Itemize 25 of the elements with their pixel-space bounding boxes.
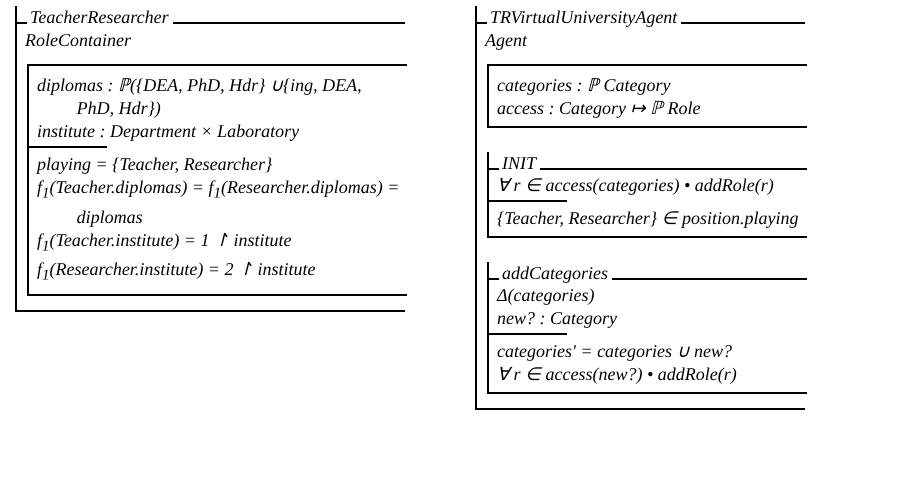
predicate: f$_{1}$(Teacher.institute) = 1 ↾ institute <box>36 228 292 256</box>
inherited-class: RoleContainer <box>24 29 132 52</box>
class-schema-box <box>475 6 805 410</box>
predicate: f$_{1}$(Researcher.institute) = 2 ↾ institute <box>36 258 316 286</box>
schema-name: INIT <box>501 152 536 174</box>
schema-name: TRVirtualUniversityAgent <box>489 6 678 28</box>
operation-schema-box <box>487 152 807 238</box>
state-schema-box <box>27 64 407 296</box>
state-schema-box <box>487 64 807 128</box>
declaration: diplomas : ℙ({DEA, PhD, Hdr} ∪{ing, DEA, PhD, Hdr}) <box>36 74 363 120</box>
declaration: categories : ℙ Category <box>496 74 672 97</box>
schema-name: TeacherResearcher <box>29 6 169 28</box>
declaration: Δ(categories) <box>496 284 596 307</box>
predicate: playing = {Teacher, Researcher} <box>35 153 274 176</box>
predicate: {Teacher, Researcher} ∈ position.playing <box>496 207 800 230</box>
predicate: ∀ r ∈ access(new?) • addRole(r) <box>496 363 738 386</box>
declaration: institute : Department × Laboratory <box>36 120 300 143</box>
inherited-class: Agent <box>483 29 528 52</box>
declaration: ∀ r ∈ access(categories) • addRole(r) <box>496 174 775 197</box>
declaration: access : Category ↦ ℙ Role <box>496 97 702 120</box>
predicate: categories′ = categories ∪ new? <box>496 340 734 363</box>
declaration: new? : Category <box>496 307 618 330</box>
class-schema-box <box>15 6 405 312</box>
schema-name: addCategories <box>501 262 608 284</box>
operation-schema-box <box>487 262 807 394</box>
